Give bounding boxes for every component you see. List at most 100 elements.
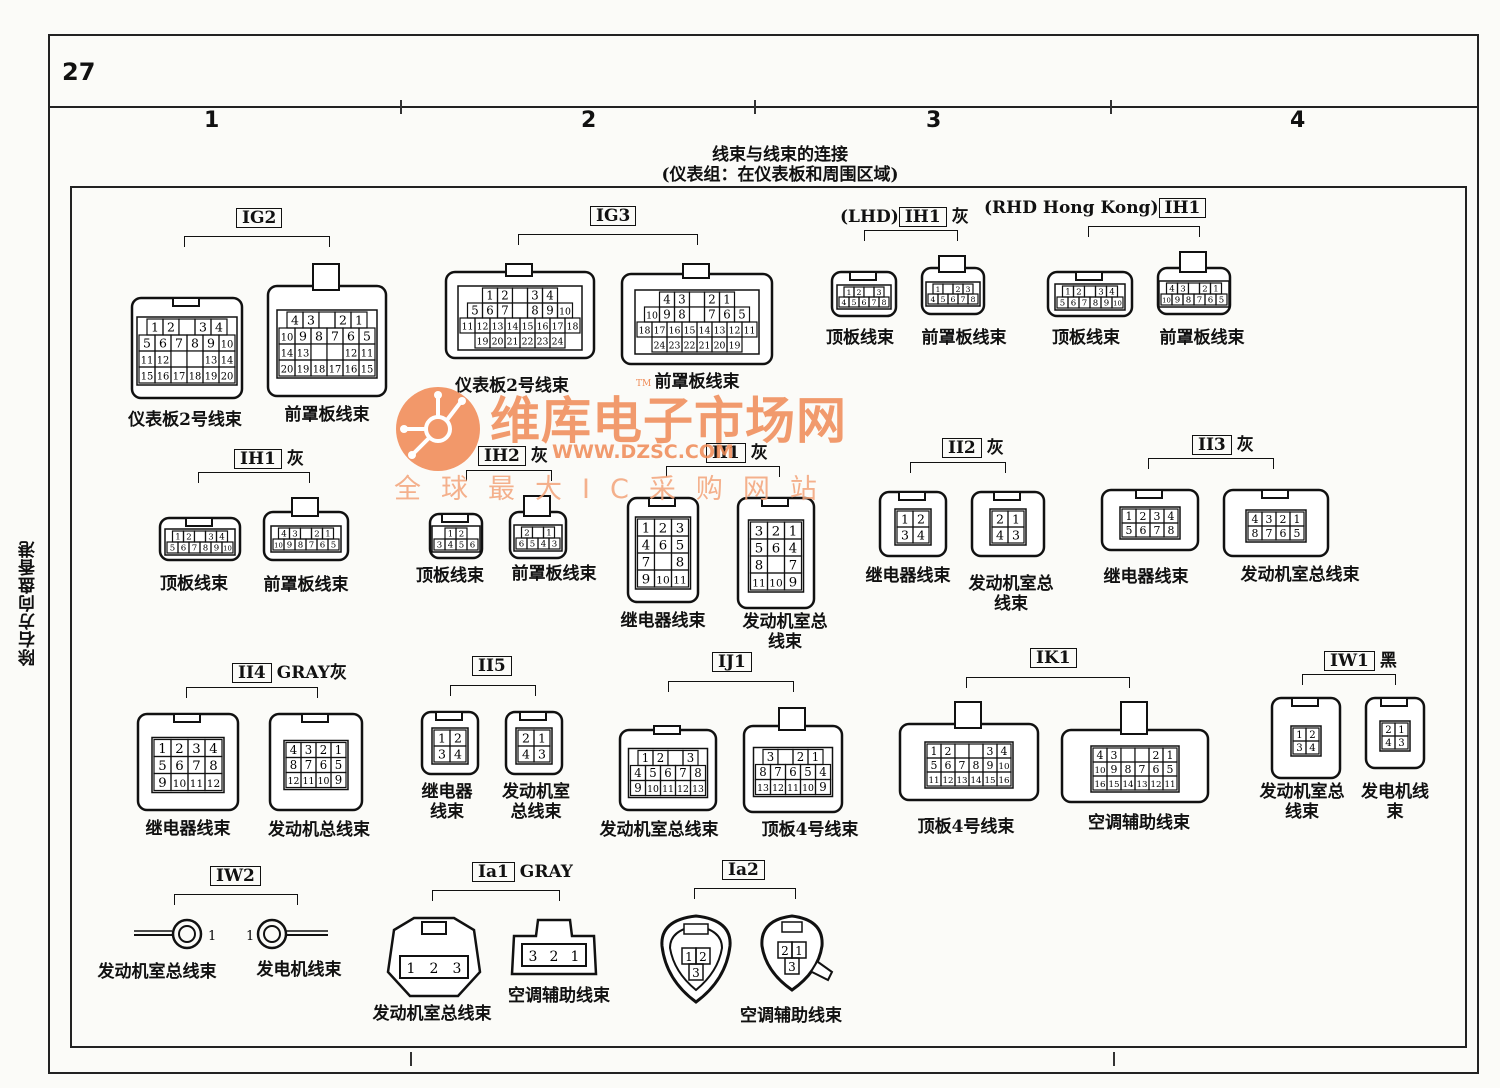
pin-label: 1 [847, 288, 852, 297]
column-tick [754, 100, 756, 114]
pin-cell [326, 343, 344, 361]
pin-label: 13 [692, 784, 704, 795]
harness-label: 发动机室总线束 [968, 574, 1054, 614]
pin-label: 7 [1082, 299, 1087, 309]
pin-label: 1 [1296, 730, 1302, 741]
group-bracket [1088, 226, 1200, 237]
pin-label: 9 [207, 335, 215, 350]
connector-latch [849, 271, 877, 281]
pin-cell [310, 343, 328, 361]
pin-label: 6 [862, 298, 867, 307]
pin-label: 1 [1012, 511, 1020, 526]
harness-label: 前罩板线束 [511, 564, 597, 584]
group-code-ig3: IG3 [590, 206, 637, 226]
pin-cell [942, 283, 954, 295]
pin-label: 5 [941, 295, 946, 304]
pin-label: 1 [901, 511, 909, 526]
pin-label: 6 [320, 758, 327, 772]
pin-label: 8 [759, 765, 766, 779]
pin-label: 10 [1113, 300, 1122, 308]
pin-label: 2 [524, 529, 529, 539]
pin-label: 8 [1125, 763, 1132, 776]
pin-label: 9 [1175, 296, 1180, 306]
pin-cell [741, 321, 758, 338]
group-code-ih1-hk: (RHD Hong Kong)IH1 [984, 198, 1207, 218]
pin-label: 10 [221, 339, 234, 350]
pin-label: 13 [492, 322, 504, 333]
pin-label: 15 [361, 364, 374, 375]
connector-latch [301, 713, 329, 723]
pin-label: 4 [546, 289, 553, 303]
connector-latch [505, 263, 533, 277]
pin-label: 8 [1186, 296, 1191, 306]
pin-label: 2 [857, 288, 862, 297]
pin-label: 6 [772, 541, 780, 556]
pin-cell [1163, 522, 1179, 538]
pin-label: 17 [329, 364, 342, 375]
pin-label: 3 [437, 541, 442, 551]
pin-cell [863, 286, 875, 298]
pin-label: 9 [287, 541, 292, 551]
pin-label: 15 [141, 371, 154, 382]
pin-label: 3 [755, 524, 763, 539]
pin-label: 1 [642, 751, 649, 765]
pin-label: 10 [281, 332, 294, 343]
pin-cell [1215, 293, 1228, 306]
pin-label: 2 [917, 511, 925, 526]
pin-label: 18 [639, 326, 651, 337]
pin-label: 11 [1164, 780, 1175, 790]
pin-label: 4 [1097, 749, 1104, 762]
pin-label: 6 [486, 304, 493, 318]
pin-label: 5 [676, 538, 684, 553]
harness-label: 前罩板线束 [263, 575, 349, 595]
pin-cell [1162, 775, 1178, 791]
pin-label: 1 [158, 742, 166, 757]
pin-label: 3 [788, 960, 796, 974]
pin-label: 2 [1140, 510, 1147, 523]
pin-label: 1 [723, 293, 730, 307]
pin-label: 2 [659, 521, 667, 536]
connector-latch [291, 497, 319, 517]
pin-label: 3 [1266, 513, 1273, 526]
pin-label: 9 [642, 572, 650, 587]
pin-label: 4 [448, 541, 454, 551]
pin-label: 11 [662, 784, 674, 795]
pin-label: 3 [438, 746, 446, 761]
pin-cell [726, 336, 743, 353]
connector-latch [173, 713, 201, 723]
pin-label: 4 [931, 295, 936, 304]
pin-label: 16 [1094, 780, 1105, 790]
pin-label: 8 [315, 328, 323, 343]
pin-label: 10 [646, 311, 658, 322]
pin-label: 8 [203, 544, 208, 554]
connector-latch [185, 517, 213, 527]
pin-label: 16 [345, 364, 358, 375]
pin-label: 7 [309, 541, 314, 551]
harness-label: 顶板线束 [1052, 328, 1120, 348]
group-code-iw2: IW2 [210, 866, 261, 886]
pin-label: 6 [945, 759, 952, 772]
pin-label: 2 [1385, 725, 1391, 736]
pin-label: 2 [996, 511, 1004, 526]
harness-label: 顶板线束 [160, 574, 228, 594]
pin-label: 7 [789, 558, 797, 573]
pin-label: 10 [769, 577, 782, 589]
watermark: 维库电子市场网 TM WWW.DZSC.COM 全球最大IC采购网站 [392, 379, 872, 505]
harness-label: 发电机线束 [1361, 782, 1429, 822]
pin-label: 4 [290, 743, 297, 757]
pin-label: 3 [692, 966, 700, 980]
pin-label: 1 [936, 285, 941, 294]
pin-label: 6 [347, 328, 355, 343]
pin-label: 2 [1153, 749, 1160, 762]
pin-label: 3 [1098, 288, 1103, 298]
pin-label: 11 [141, 355, 154, 366]
harness-label: 继电器线束 [421, 782, 473, 822]
